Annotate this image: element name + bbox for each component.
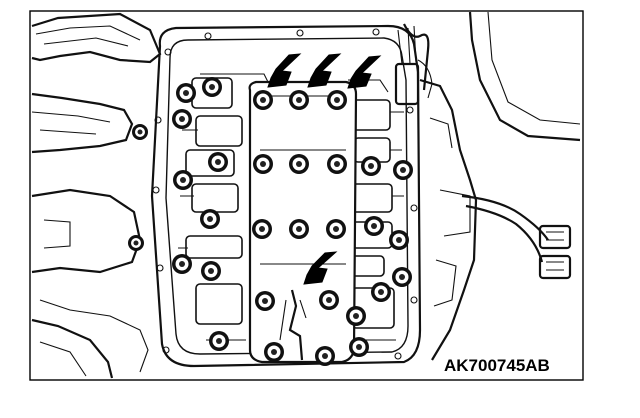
bolt-head — [253, 154, 273, 174]
valve-body-bolts — [172, 77, 413, 366]
bolt-head — [208, 152, 228, 172]
bolt-head — [327, 154, 347, 174]
case-bolt-left-lower — [128, 235, 144, 251]
bolt-head — [172, 254, 192, 274]
reference-code: AK700745AB — [444, 356, 550, 375]
callout-arrow-4 — [303, 251, 338, 285]
bolt-head — [252, 219, 272, 239]
transmission-case-drawing — [31, 11, 581, 379]
case-bolt-left-upper — [132, 124, 148, 140]
bolt-head — [327, 90, 347, 110]
callout-arrow-3 — [347, 55, 382, 89]
bolt-head — [319, 290, 339, 310]
bolt-head — [389, 230, 409, 250]
bolt-head — [200, 209, 220, 229]
bolt-head — [289, 90, 309, 110]
bolt-head — [289, 219, 309, 239]
reference-code-box — [441, 352, 561, 376]
bolt-head — [364, 216, 384, 236]
bolt-head — [289, 154, 309, 174]
bolt-head — [392, 267, 412, 287]
bolt-head — [173, 170, 193, 190]
bolt-head — [202, 77, 222, 97]
bolt-head — [253, 90, 273, 110]
bolt-head — [371, 282, 391, 302]
bolt-head — [349, 337, 369, 357]
callout-arrow-1 — [267, 53, 302, 88]
bolt-head — [346, 306, 366, 326]
callout-arrows — [267, 53, 382, 285]
bolt-head — [315, 346, 335, 366]
bolt-head — [393, 160, 413, 180]
bolt-head — [264, 342, 284, 362]
bolt-head — [326, 219, 346, 239]
bolt-head — [201, 261, 221, 281]
bolt-head — [176, 83, 196, 103]
bolt-head — [209, 331, 229, 351]
bolt-head — [172, 109, 192, 129]
bolt-head — [255, 291, 275, 311]
callout-arrow-2 — [307, 53, 342, 88]
bolt-head — [361, 156, 381, 176]
